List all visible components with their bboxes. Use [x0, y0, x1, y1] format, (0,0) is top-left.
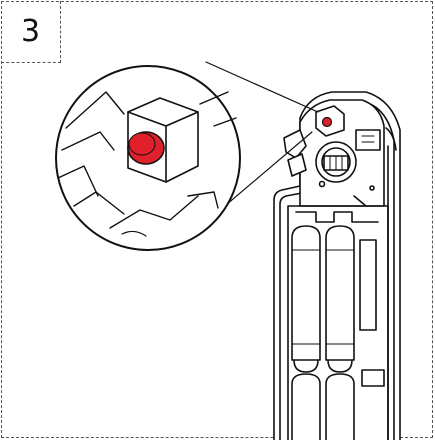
magnified-detail — [55, 65, 241, 251]
step-number-box: 3 — [1, 1, 61, 63]
electronics-module — [283, 99, 385, 207]
tamper-button-small — [321, 116, 333, 128]
step-number: 3 — [20, 14, 41, 49]
battery-compartment — [287, 205, 389, 440]
